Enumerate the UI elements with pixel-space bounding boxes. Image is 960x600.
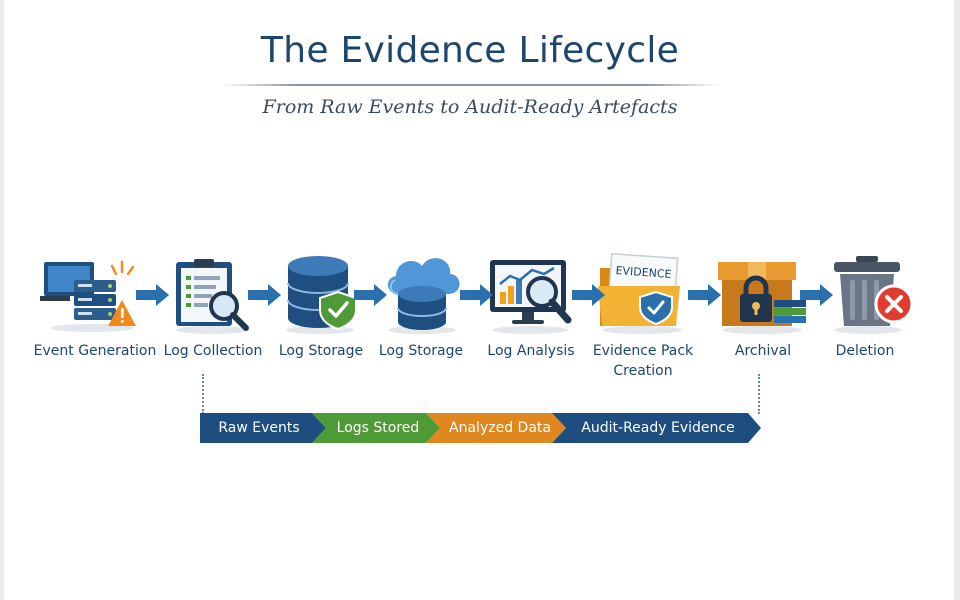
flow-arrow — [800, 284, 833, 306]
monitor-chart-icon — [490, 260, 572, 334]
dotted-connector-start — [202, 374, 204, 414]
diagram-page: The Evidence Lifecycle From Raw Events t… — [4, 0, 954, 600]
evidence-folder-icon: EVIDENCE — [598, 252, 682, 334]
stage-label-event-generation: Event Generation — [33, 343, 157, 359]
dotted-connector-end — [758, 374, 760, 414]
cloud-database-icon — [387, 258, 460, 334]
stage-label-evidence-pack-creation: Evidence Pack Creation — [592, 343, 694, 379]
clipboard-search-icon — [176, 259, 249, 334]
phase-label-logs-stored: Logs Stored — [336, 420, 420, 436]
page-title: The Evidence Lifecycle — [260, 30, 680, 71]
stage-label-deletion: Deletion — [835, 343, 895, 359]
flow-arrow — [136, 284, 169, 306]
stage-label-log-storage-cloud: Log Storage — [378, 343, 464, 359]
trash-delete-icon — [834, 256, 914, 334]
stage-label-log-analysis: Log Analysis — [487, 343, 575, 359]
phase-band-analyzed-data — [426, 413, 566, 443]
phase-band-audit-ready-evidence — [552, 413, 761, 443]
phase-band — [200, 413, 761, 443]
phase-label-raw-events: Raw Events — [218, 420, 300, 436]
page-subtitle: From Raw Events to Audit-Ready Artefacts — [262, 96, 678, 118]
flow-arrow — [572, 284, 605, 306]
phase-label-analyzed-data: Analyzed Data — [449, 420, 551, 436]
archive-box-lock-icon — [718, 262, 806, 334]
flow-arrow — [688, 284, 721, 306]
stage-label-log-collection: Log Collection — [163, 343, 263, 359]
evidence-tab-label: EVIDENCE — [615, 264, 672, 281]
phase-label-audit-ready-evidence: Audit-Ready Evidence — [581, 420, 735, 436]
flow-arrow — [460, 284, 493, 306]
server-warning-icon — [40, 260, 136, 332]
title-divider — [222, 84, 720, 86]
phase-band-logs-stored — [312, 413, 440, 443]
database-shield-icon — [286, 256, 357, 334]
stage-label-archival: Archival — [734, 343, 792, 359]
stage-label-log-storage: Log Storage — [278, 343, 364, 359]
phase-band-raw-events — [200, 413, 326, 443]
flow-arrow — [354, 284, 387, 306]
flow-arrow — [248, 284, 281, 306]
